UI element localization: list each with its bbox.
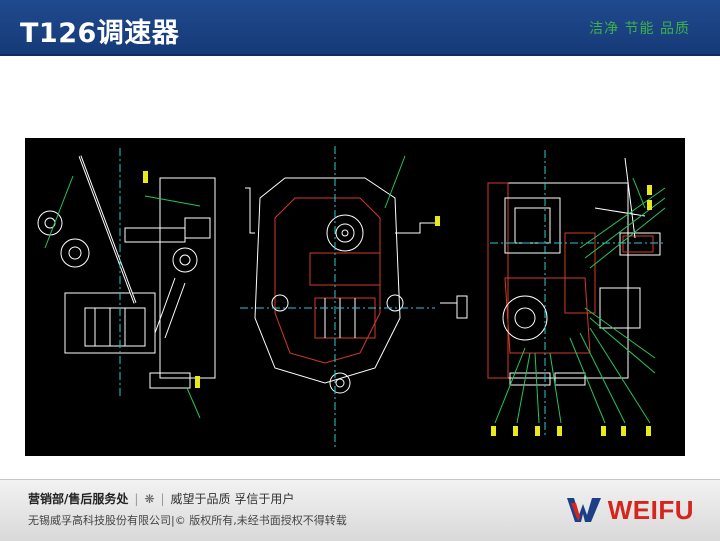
title-bar: T126调速器 洁净 节能 品质 — [0, 0, 720, 56]
divider: | — [160, 492, 165, 506]
footer-line-2: 无锡威孚高科技股份有限公司|© 版权所有,未经书面授权不得转载 — [28, 512, 347, 528]
weifu-emblem-icon — [566, 498, 601, 522]
copyright-notice: |© 版权所有,未经书面授权不得转载 — [171, 514, 347, 527]
governor-cad-drawing — [25, 138, 685, 456]
weifu-logo: WEIFU — [566, 493, 694, 527]
divider: | — [134, 492, 139, 506]
emblem-icon: ❋ — [144, 492, 155, 506]
footer-line-1: 营销部/售后服务处 | ❋ | 威望于品质 孚信于用户 — [28, 490, 294, 507]
department-label: 营销部/售后服务处 — [28, 492, 129, 506]
brand-name: WEIFU — [607, 494, 694, 525]
slide-title: T126调速器 — [20, 18, 180, 49]
tagline: 洁净 节能 品质 — [589, 21, 690, 37]
slogan: 威望于品质 孚信于用户 — [170, 492, 295, 506]
cad-drawing-icon — [37, 146, 666, 448]
company-name: 无锡威孚高科技股份有限公司 — [28, 514, 171, 527]
footer-bar: 营销部/售后服务处 | ❋ | 威望于品质 孚信于用户 无锡威孚高科技股份有限公司|© … — [0, 479, 720, 541]
